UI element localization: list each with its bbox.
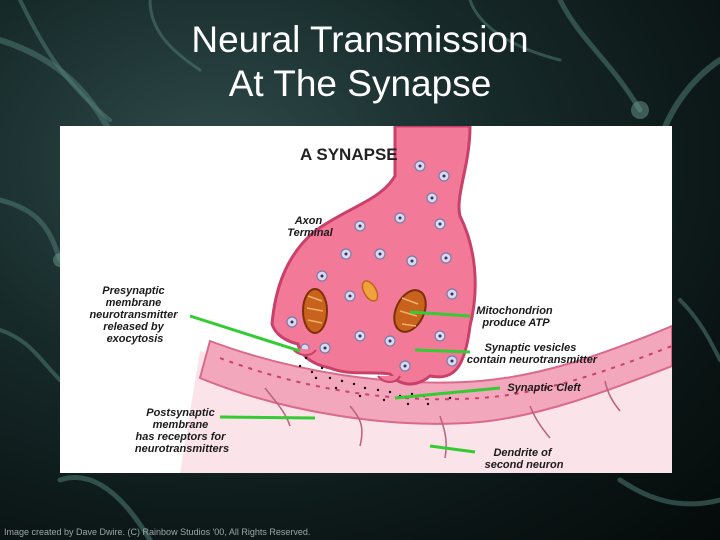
image-credit: Image created by Dave Dwire. (C) Rainbow… (4, 527, 311, 537)
label-dendrite: Dendrite of second neuron (485, 447, 564, 471)
slide-title: Neural Transmission At The Synapse (0, 18, 720, 106)
label-vesicles: Synaptic vesicles contain neurotransmitt… (467, 342, 598, 366)
label-presynaptic: Presynaptic membrane neurotransmitter re… (89, 285, 180, 345)
diagram-heading: A SYNAPSE (300, 145, 398, 164)
mitochondrion-left (302, 288, 328, 334)
title-line-2: At The Synapse (228, 63, 492, 104)
label-synaptic-cleft: Synaptic Cleft (507, 382, 582, 394)
label-mitochondrion: Mitochondrion produce ATP (476, 305, 555, 329)
synapse-diagram: A SYNAPSE Axon Terminal Presynaptic memb… (89, 126, 672, 473)
label-postsynaptic: Postsynaptic membrane has receptors for … (135, 407, 229, 455)
title-line-1: Neural Transmission (191, 19, 529, 60)
pointer-lines (189, 310, 501, 454)
label-axon-terminal: Axon Terminal (287, 215, 333, 239)
mitochondrion-right (393, 289, 427, 333)
synapse-diagram-panel: A SYNAPSE Axon Terminal Presynaptic memb… (60, 126, 672, 473)
